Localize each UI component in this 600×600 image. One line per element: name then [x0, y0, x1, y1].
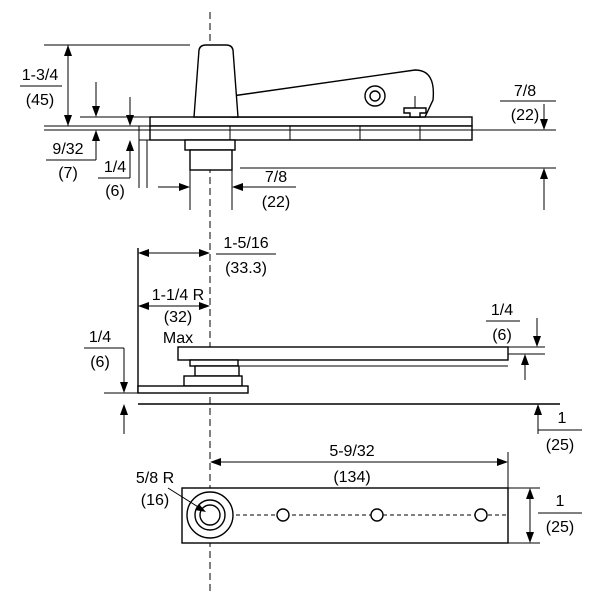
dim-plate-thickness-metric: (7) [58, 165, 78, 182]
side-pivot-body [194, 365, 240, 377]
side-pivot-cap [189, 359, 239, 367]
dim-arm-height-metric: (22) [511, 107, 539, 124]
dim-overall-height-arrow-top [64, 45, 72, 56]
dim-backset-fraction: 1-5/16 [223, 235, 268, 252]
top-arm [231, 69, 435, 118]
dim-radius-arrow-right [199, 302, 210, 310]
dim-radius-arrow-left [138, 302, 149, 310]
top-lower-plate [149, 125, 473, 141]
plan-hole-1 [276, 508, 290, 522]
dim-radius-fraction: 1-1/4 R [152, 287, 204, 304]
dim-pivot-radius-fraction: 5/8 R [136, 470, 174, 487]
dim-arm-thickness-fraction: 1/4 [491, 302, 513, 319]
dim-base-clearance-metric: (25) [546, 437, 574, 454]
dim-backset-arrow-right [199, 249, 210, 257]
dim-pivot-radius-leader [167, 487, 204, 511]
dim-plate-top-arrow [92, 106, 100, 117]
plan-view: 5-9/32 (134) 5/8 R (16) 1 (25) [136, 443, 582, 544]
dim-left-offset-arrow-bottom [120, 404, 128, 415]
dim-pivot-radius-arrow [195, 504, 206, 512]
dim-width-metric: (25) [546, 519, 574, 536]
dim-arm-height-arrow-bottom [540, 168, 548, 179]
dim-base-clearance-fraction: 1 [558, 410, 567, 427]
dim-arm-thickness-metric: (6) [492, 327, 512, 344]
dim-spindle-offset-fraction: 1/4 [104, 159, 126, 176]
plan-hole-3 [474, 508, 488, 522]
dim-spindle-offset-arrow [126, 140, 134, 151]
plan-pivot-inner [199, 504, 221, 526]
dim-arm-height-fraction: 7/8 [514, 83, 536, 100]
dim-plate-thickness-arrow [92, 130, 100, 141]
dim-base-clearance-arrow [534, 404, 542, 415]
dim-length-arrow-left [210, 458, 221, 466]
top-view: 1-3/4 (45) 9/32 (7) 1/4 (6) 7/8 (22) 7/8… [20, 44, 556, 211]
dim-arm-height-arrow-top [540, 119, 548, 130]
dim-length-metric: (134) [333, 469, 370, 486]
dim-pivot-radius-metric: (16) [141, 492, 169, 509]
plan-hole-2 [370, 508, 384, 522]
top-adjust-screw [403, 107, 427, 118]
dim-backset-metric: (33.3) [225, 260, 267, 277]
dim-left-offset-arrow-top [120, 382, 128, 393]
side-view: 1-5/16 (33.3) 1-1/4 R (32) Max 1/4 (6) 1… [84, 235, 582, 454]
top-spindle-block [184, 139, 236, 151]
dim-radius-metric: (32) [164, 309, 192, 326]
side-arm [177, 346, 509, 361]
dim-length-arrow-right [497, 458, 508, 466]
dim-overall-height-metric: (45) [26, 92, 54, 109]
dim-plate-bottom-arrow [126, 115, 134, 126]
dim-spindle-width-arrow-right [232, 183, 243, 191]
dim-overall-height-fraction: 1-3/4 [22, 67, 59, 84]
dim-arm-thickness-arrow-top [533, 336, 541, 347]
top-baseplate [149, 116, 473, 127]
dim-spindle-width-metric: (22) [262, 194, 290, 211]
dim-spindle-width-fraction: 7/8 [265, 169, 287, 186]
top-arm-hole-inner [369, 90, 381, 102]
dim-arm-thickness-arrow-bottom [521, 354, 529, 365]
dim-spindle-width-arrow-left [179, 183, 190, 191]
dim-length-fraction: 5-9/32 [329, 443, 374, 460]
dim-plate-thickness-fraction: 9/32 [52, 141, 83, 158]
dim-width-arrow-bottom [526, 532, 534, 543]
top-pivot-post [193, 44, 239, 118]
dim-backset-arrow-left [138, 249, 149, 257]
dim-overall-height-arrow-bottom [64, 115, 72, 126]
dim-left-offset-fraction: 1/4 [89, 329, 111, 346]
dim-width-arrow-top [526, 488, 534, 499]
dim-spindle-offset-metric: (6) [105, 183, 125, 200]
top-spindle [189, 149, 233, 171]
dim-radius-note: Max [163, 330, 193, 347]
side-pivot-collar [183, 375, 243, 387]
dim-left-offset-metric: (6) [90, 354, 110, 371]
dim-width-fraction: 1 [556, 493, 565, 510]
side-pivot-base [137, 385, 249, 394]
